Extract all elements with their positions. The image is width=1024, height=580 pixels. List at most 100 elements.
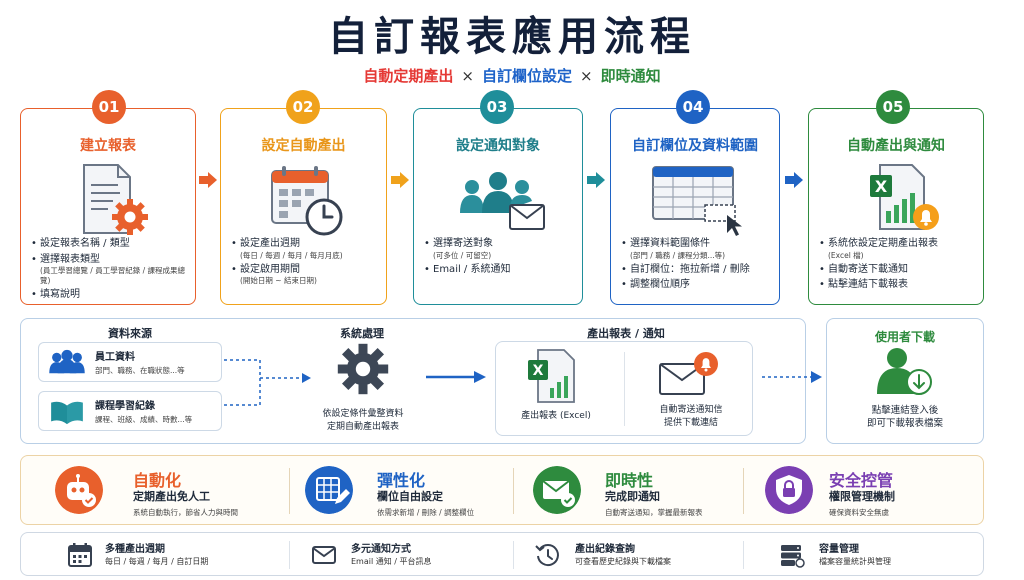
step-card-1: 建立報表 設定報表名稱 / 類型 選擇報表類型(員工學習總覽 / 員工學習紀錄 … [20, 108, 196, 305]
calendar-icon [68, 543, 92, 567]
caption-line: 自動寄送通知信 [659, 405, 723, 415]
bullet-subtext: (部門 / 職務 / 課程分類...等) [630, 250, 726, 260]
capability-title: 容量管理 [819, 544, 859, 555]
bullet-subtext: (Excel 檔) [828, 250, 864, 260]
capability-title: 產出紀錄查詢 [575, 544, 635, 555]
step-badge-5: 05 [876, 90, 910, 124]
users-mail-icon [460, 172, 545, 230]
table-select-icon [652, 166, 742, 236]
users-icon [49, 349, 85, 374]
bullet-item: 點擊連結下載報表 [819, 278, 977, 292]
step-badge-4: 04 [676, 90, 710, 124]
user-heading: 使用者下載 [874, 330, 935, 344]
feature-divider [289, 468, 290, 514]
arrow-right-icon [391, 172, 409, 188]
open-book-icon [51, 401, 83, 425]
bullet-item: 設定產出週期(每日 / 每週 / 每月 / 每月月底) [231, 237, 380, 261]
capability-sub: 檔案容量統計與管理 [819, 557, 891, 566]
feature-desc: 欄位自由設定 [377, 490, 443, 503]
bullet-text: 自動寄送下載通知 [828, 263, 908, 275]
bullet-item: 設定啟用期間(開始日期 ~ 結束日期) [231, 263, 380, 287]
bullet-text: 系統依設定定期產出報表 [828, 238, 938, 249]
step-title: 建立報表 [80, 138, 136, 154]
source-card-employee: 員工資料 部門、職務、在職狀態...等 [38, 342, 222, 382]
bullet-text: 選擇資料範圍條件 [630, 238, 710, 249]
capability-divider [743, 541, 744, 569]
robot-icon [55, 466, 103, 514]
process-heading: 系統處理 [340, 327, 384, 340]
bullet-text: 點擊連結下載報表 [828, 279, 908, 291]
bullet-text: 選擇報表類型 [40, 253, 100, 265]
feature-divider [513, 468, 514, 514]
excel-file-icon: X [528, 349, 575, 403]
bullet-item: 調整欄位順序 [621, 278, 773, 292]
step-badge-3: 03 [480, 90, 514, 124]
shield-lock-icon [765, 466, 813, 514]
bullet-item: 自訂欄位：拖拉新增 / 刪除 [621, 263, 773, 277]
bullet-item: 自動寄送下載通知 [819, 263, 977, 277]
arrow-right-icon [785, 172, 803, 188]
caption-line: 點擊連結登入後 [871, 405, 939, 416]
step-title: 自訂欄位及資料範圍 [632, 138, 758, 154]
gear-icon [337, 343, 389, 395]
document-gear-icon [83, 164, 148, 235]
bullet-text: 調整欄位順序 [630, 279, 690, 291]
capability-divider [289, 541, 290, 569]
step-title: 自動產出與通知 [847, 138, 945, 154]
feature-sub: 自動寄送通知，掌握最新報表 [605, 508, 703, 517]
calendar-clock-icon [270, 166, 342, 236]
step-bullets: 選擇資料範圍條件(部門 / 職務 / 課程分類...等) 自訂欄位：拖拉新增 /… [621, 237, 773, 294]
bullet-text: 設定產出週期 [240, 238, 300, 249]
feature-divider [743, 468, 744, 514]
feature-panel: 自動化 定期產出免人工 系統自動執行，節省人力與時間 彈性化 欄位自由設定 依需… [20, 455, 984, 525]
step-bullets: 系統依設定定期產出報表(Excel 檔) 自動寄送下載通知 點擊連結下載報表 [819, 237, 977, 294]
dashed-arrow-right-icon [762, 371, 822, 383]
capability-sub: 每日 / 每週 / 每月 / 自訂日期 [105, 557, 209, 566]
source-title: 課程學習紀錄 [95, 401, 155, 412]
feature-title: 彈性化 [377, 471, 426, 490]
feature-title: 即時性 [605, 471, 654, 490]
step-card-3: 設定通知對象 選擇寄送對象(可多位 / 可留空) Email / 系統通知 [413, 108, 583, 305]
page-subtitle: 自動定期產出×自訂欄位設定×即時通知 [0, 65, 1024, 86]
user-download-icon [877, 348, 932, 395]
arrow-right-icon [426, 371, 486, 383]
capability-strip: 多種產出週期 每日 / 每週 / 每月 / 自訂日期 多元通知方式 Email … [20, 532, 984, 576]
feature-title: 安全控管 [829, 471, 894, 490]
source-subtitle: 部門、職務、在職狀態...等 [95, 366, 185, 375]
subtitle-part-auto: 自動定期產出 [363, 67, 454, 85]
step-title: 設定自動產出 [261, 138, 346, 154]
bullet-item: 選擇報表類型(員工學習總覽 / 員工學習紀錄 / 課程成果總覽) [31, 253, 189, 287]
bullet-subtext: (員工學習總覽 / 員工學習紀錄 / 課程成果總覽) [40, 266, 186, 286]
bullet-item: 選擇資料範圍條件(部門 / 職務 / 課程分類...等) [621, 237, 773, 261]
caption-line: 依設定條件彙整資料 [322, 409, 404, 419]
svg-text:X: X [875, 177, 888, 196]
process-caption: 依設定條件彙整資料 定期自動產出報表 [296, 408, 430, 433]
feature-desc: 定期產出免人工 [133, 490, 210, 503]
step-badge-1: 01 [92, 90, 126, 124]
output-divider [624, 352, 625, 426]
step-card-5: 自動產出與通知 X 系統依設定定期產出報表(Excel 檔) 自動寄送下載通知 … [808, 108, 984, 305]
arrow-right-icon [587, 172, 605, 188]
bullet-text: 選擇寄送對象 [433, 238, 493, 249]
step-bullets: 設定報表名稱 / 類型 選擇報表類型(員工學習總覽 / 員工學習紀錄 / 課程成… [31, 237, 189, 304]
source-heading: 資料來源 [108, 327, 152, 340]
output-mail-caption: 自動寄送通知信 提供下載連結 [632, 404, 750, 429]
step-card-2: 設定自動產出 設定產出週期(每日 / 每週 / 每月 / 每月月底) 設定啟用期… [220, 108, 387, 305]
bullet-text: 設定啟用期間 [240, 263, 300, 275]
svg-text:X: X [533, 363, 544, 379]
bullet-text: 設定報表名稱 / 類型 [40, 238, 130, 249]
capability-divider [513, 541, 514, 569]
excel-bell-icon: X [870, 164, 939, 230]
subtitle-part-notify: 即時通知 [600, 67, 661, 85]
mail-alert-icon [659, 352, 718, 395]
arrow-right-icon [199, 172, 217, 188]
capability-title: 多種產出週期 [105, 544, 165, 555]
capability-title: 多元通知方式 [351, 544, 411, 555]
history-icon [535, 544, 559, 567]
source-card-learning: 課程學習紀錄 課程、班級、成績、時數...等 [38, 391, 222, 431]
bullet-item: 填寫說明 [31, 288, 189, 302]
caption-line: 提供下載連結 [663, 417, 718, 428]
user-caption: 點擊連結登入後 即可下載報表檔案 [840, 404, 970, 431]
bullet-item: Email / 系統通知 [424, 263, 576, 277]
output-excel-caption: 產出報表 (Excel) [521, 411, 591, 421]
